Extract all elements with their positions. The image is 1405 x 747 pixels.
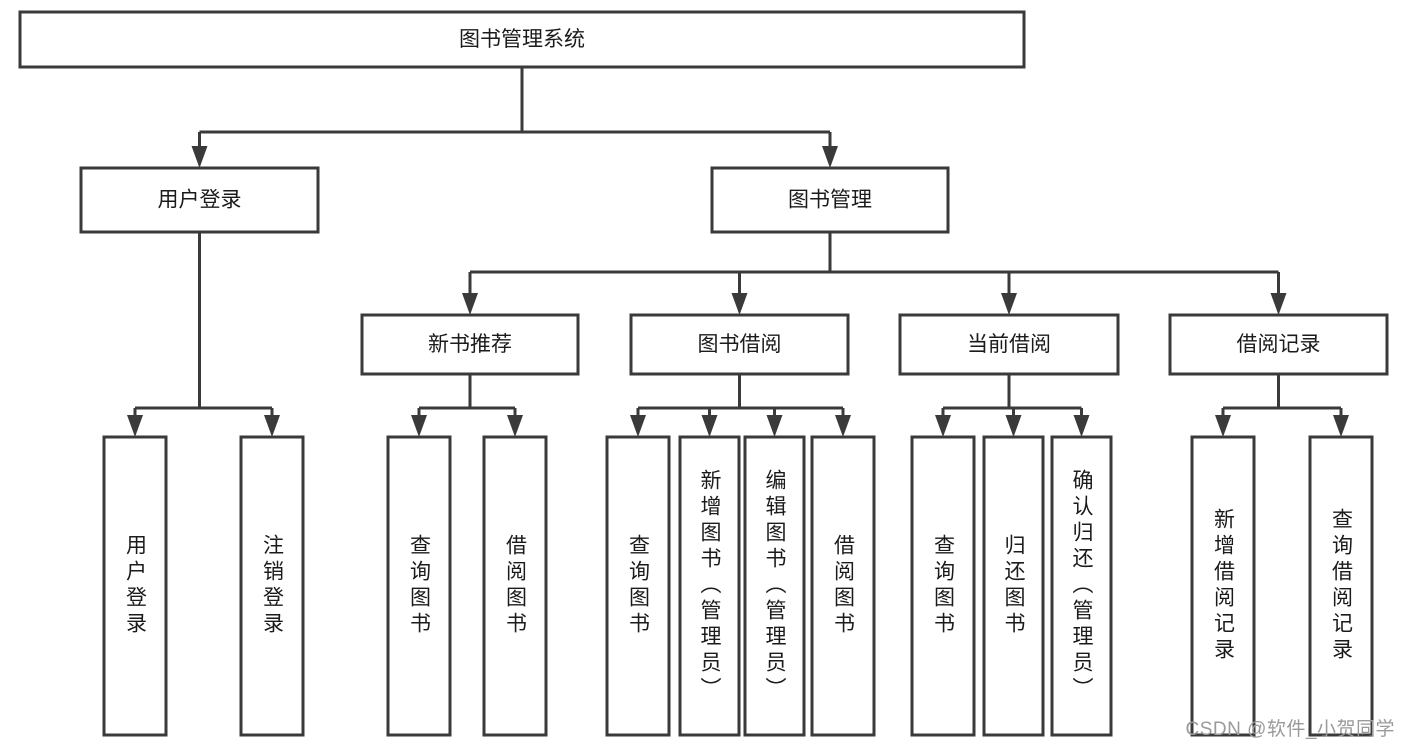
node-label-wrap: 借阅图书 [503, 534, 527, 638]
node-box[interactable] [629, 313, 850, 376]
arrow-head-icon [630, 415, 646, 437]
node-borrow-record[interactable]: 借阅记录 [1168, 313, 1389, 376]
node-box[interactable] [743, 435, 806, 737]
node-label: 用户登录 [158, 189, 242, 212]
node-label-wrap: 查询图书 [407, 534, 431, 638]
node-label: 编辑图书（管理员） [763, 469, 786, 703]
node-leaf-add-borrow-record[interactable]: 新增借阅记录 [1190, 435, 1256, 737]
node-label: 图书借阅 [698, 333, 782, 356]
arrow-head-icon [411, 415, 427, 437]
node-book-borrow[interactable]: 图书借阅 [629, 313, 850, 376]
arrow-head-icon [191, 146, 208, 168]
arrow-head-icon [264, 415, 280, 437]
arrow-head-icon [1215, 415, 1231, 437]
node-box[interactable] [102, 435, 168, 737]
arrow-head-icon [1073, 415, 1090, 437]
node-leaf-borrow-book-recommend[interactable]: 借阅图书 [482, 435, 548, 737]
arrow-head-icon [835, 415, 851, 437]
arrow-head-icon [1333, 415, 1349, 437]
node-leaf-query-borrow-record[interactable]: 查询借阅记录 [1308, 435, 1374, 737]
node-label: 新书推荐 [428, 333, 512, 356]
node-label: 图书管理系统 [459, 28, 585, 51]
node-label: 查询图书 [407, 534, 431, 638]
node-label-wrap: 借阅图书 [831, 534, 855, 638]
node-label: 用户登录 [123, 534, 147, 638]
node-leaf-user-login[interactable]: 用户登录 [102, 435, 168, 737]
node-label: 新增借阅记录 [1211, 508, 1235, 664]
arrow-head-icon [701, 415, 718, 437]
node-box[interactable] [79, 166, 320, 234]
node-label: 借阅图书 [831, 534, 855, 638]
arrow-head-icon [1005, 415, 1022, 437]
node-label: 新增图书（管理员） [698, 469, 721, 703]
node-label: 确认归还（管理员） [1070, 469, 1093, 703]
node-label-wrap: 新增图书（管理员） [698, 469, 721, 703]
node-label-wrap: 确认归还（管理员） [1070, 469, 1093, 703]
arrow-head-icon [1270, 293, 1287, 315]
node-box[interactable] [910, 435, 976, 737]
node-box[interactable] [1190, 435, 1256, 737]
node-label-wrap: 新增借阅记录 [1211, 508, 1235, 664]
arrow-head-icon [1001, 293, 1017, 315]
arrow-head-icon [766, 415, 783, 437]
node-label-wrap: 用户登录 [123, 534, 147, 638]
node-label: 借阅图书 [503, 534, 527, 638]
node-label-wrap: 查询图书 [626, 534, 650, 638]
node-leaf-return-book[interactable]: 归还图书 [982, 435, 1045, 737]
node-box[interactable] [898, 313, 1120, 376]
node-label: 查询图书 [626, 534, 650, 638]
node-box[interactable] [239, 435, 305, 737]
node-label: 归还图书 [1002, 534, 1025, 638]
node-label: 当前借阅 [967, 333, 1051, 356]
node-leaf-query-book-recommend[interactable]: 查询图书 [386, 435, 452, 737]
node-leaf-query-book-borrow[interactable]: 查询图书 [605, 435, 671, 737]
node-box[interactable] [710, 166, 950, 234]
node-user-login[interactable]: 用户登录 [79, 166, 320, 234]
node-boxes-layer: 图书管理系统用户登录图书管理新书推荐图书借阅当前借阅借阅记录用户登录注销登录查询… [18, 10, 1389, 737]
arrow-head-icon [462, 293, 478, 315]
arrow-head-icon [822, 146, 838, 168]
node-box[interactable] [386, 435, 452, 737]
node-box[interactable] [810, 435, 876, 737]
node-label-wrap: 注销登录 [260, 534, 284, 638]
node-label: 借阅记录 [1237, 333, 1321, 356]
node-leaf-query-book-current[interactable]: 查询图书 [910, 435, 976, 737]
node-leaf-logout-login[interactable]: 注销登录 [239, 435, 305, 737]
node-label-wrap: 编辑图书（管理员） [763, 469, 786, 703]
node-label: 图书管理 [788, 189, 872, 212]
node-box[interactable] [982, 435, 1045, 737]
arrow-head-icon [935, 415, 951, 437]
arrow-head-icon [507, 415, 523, 437]
node-label: 注销登录 [260, 534, 284, 638]
node-book-management[interactable]: 图书管理 [710, 166, 950, 234]
node-leaf-edit-book-admin[interactable]: 编辑图书（管理员） [743, 435, 806, 737]
node-box[interactable] [18, 10, 1026, 69]
node-box[interactable] [482, 435, 548, 737]
connector-edges-layer [127, 67, 1349, 437]
node-leaf-add-book-admin[interactable]: 新增图书（管理员） [678, 435, 741, 737]
node-label-wrap: 查询图书 [931, 534, 955, 638]
arrow-head-icon [731, 293, 748, 315]
node-box[interactable] [1308, 435, 1374, 737]
node-new-book-recommend[interactable]: 新书推荐 [360, 313, 580, 376]
node-box[interactable] [1050, 435, 1113, 737]
node-label-wrap: 归还图书 [1002, 534, 1025, 638]
node-box[interactable] [605, 435, 671, 737]
node-root[interactable]: 图书管理系统 [18, 10, 1026, 69]
node-current-borrow[interactable]: 当前借阅 [898, 313, 1120, 376]
node-leaf-borrow-book[interactable]: 借阅图书 [810, 435, 876, 737]
node-label: 查询图书 [931, 534, 955, 638]
node-label: 查询借阅记录 [1329, 508, 1353, 664]
node-label-wrap: 查询借阅记录 [1329, 508, 1353, 664]
arrow-head-icon [127, 415, 143, 437]
node-box[interactable] [360, 313, 580, 376]
node-box[interactable] [678, 435, 741, 737]
node-box[interactable] [1168, 313, 1389, 376]
node-leaf-confirm-return-admin[interactable]: 确认归还（管理员） [1050, 435, 1113, 737]
